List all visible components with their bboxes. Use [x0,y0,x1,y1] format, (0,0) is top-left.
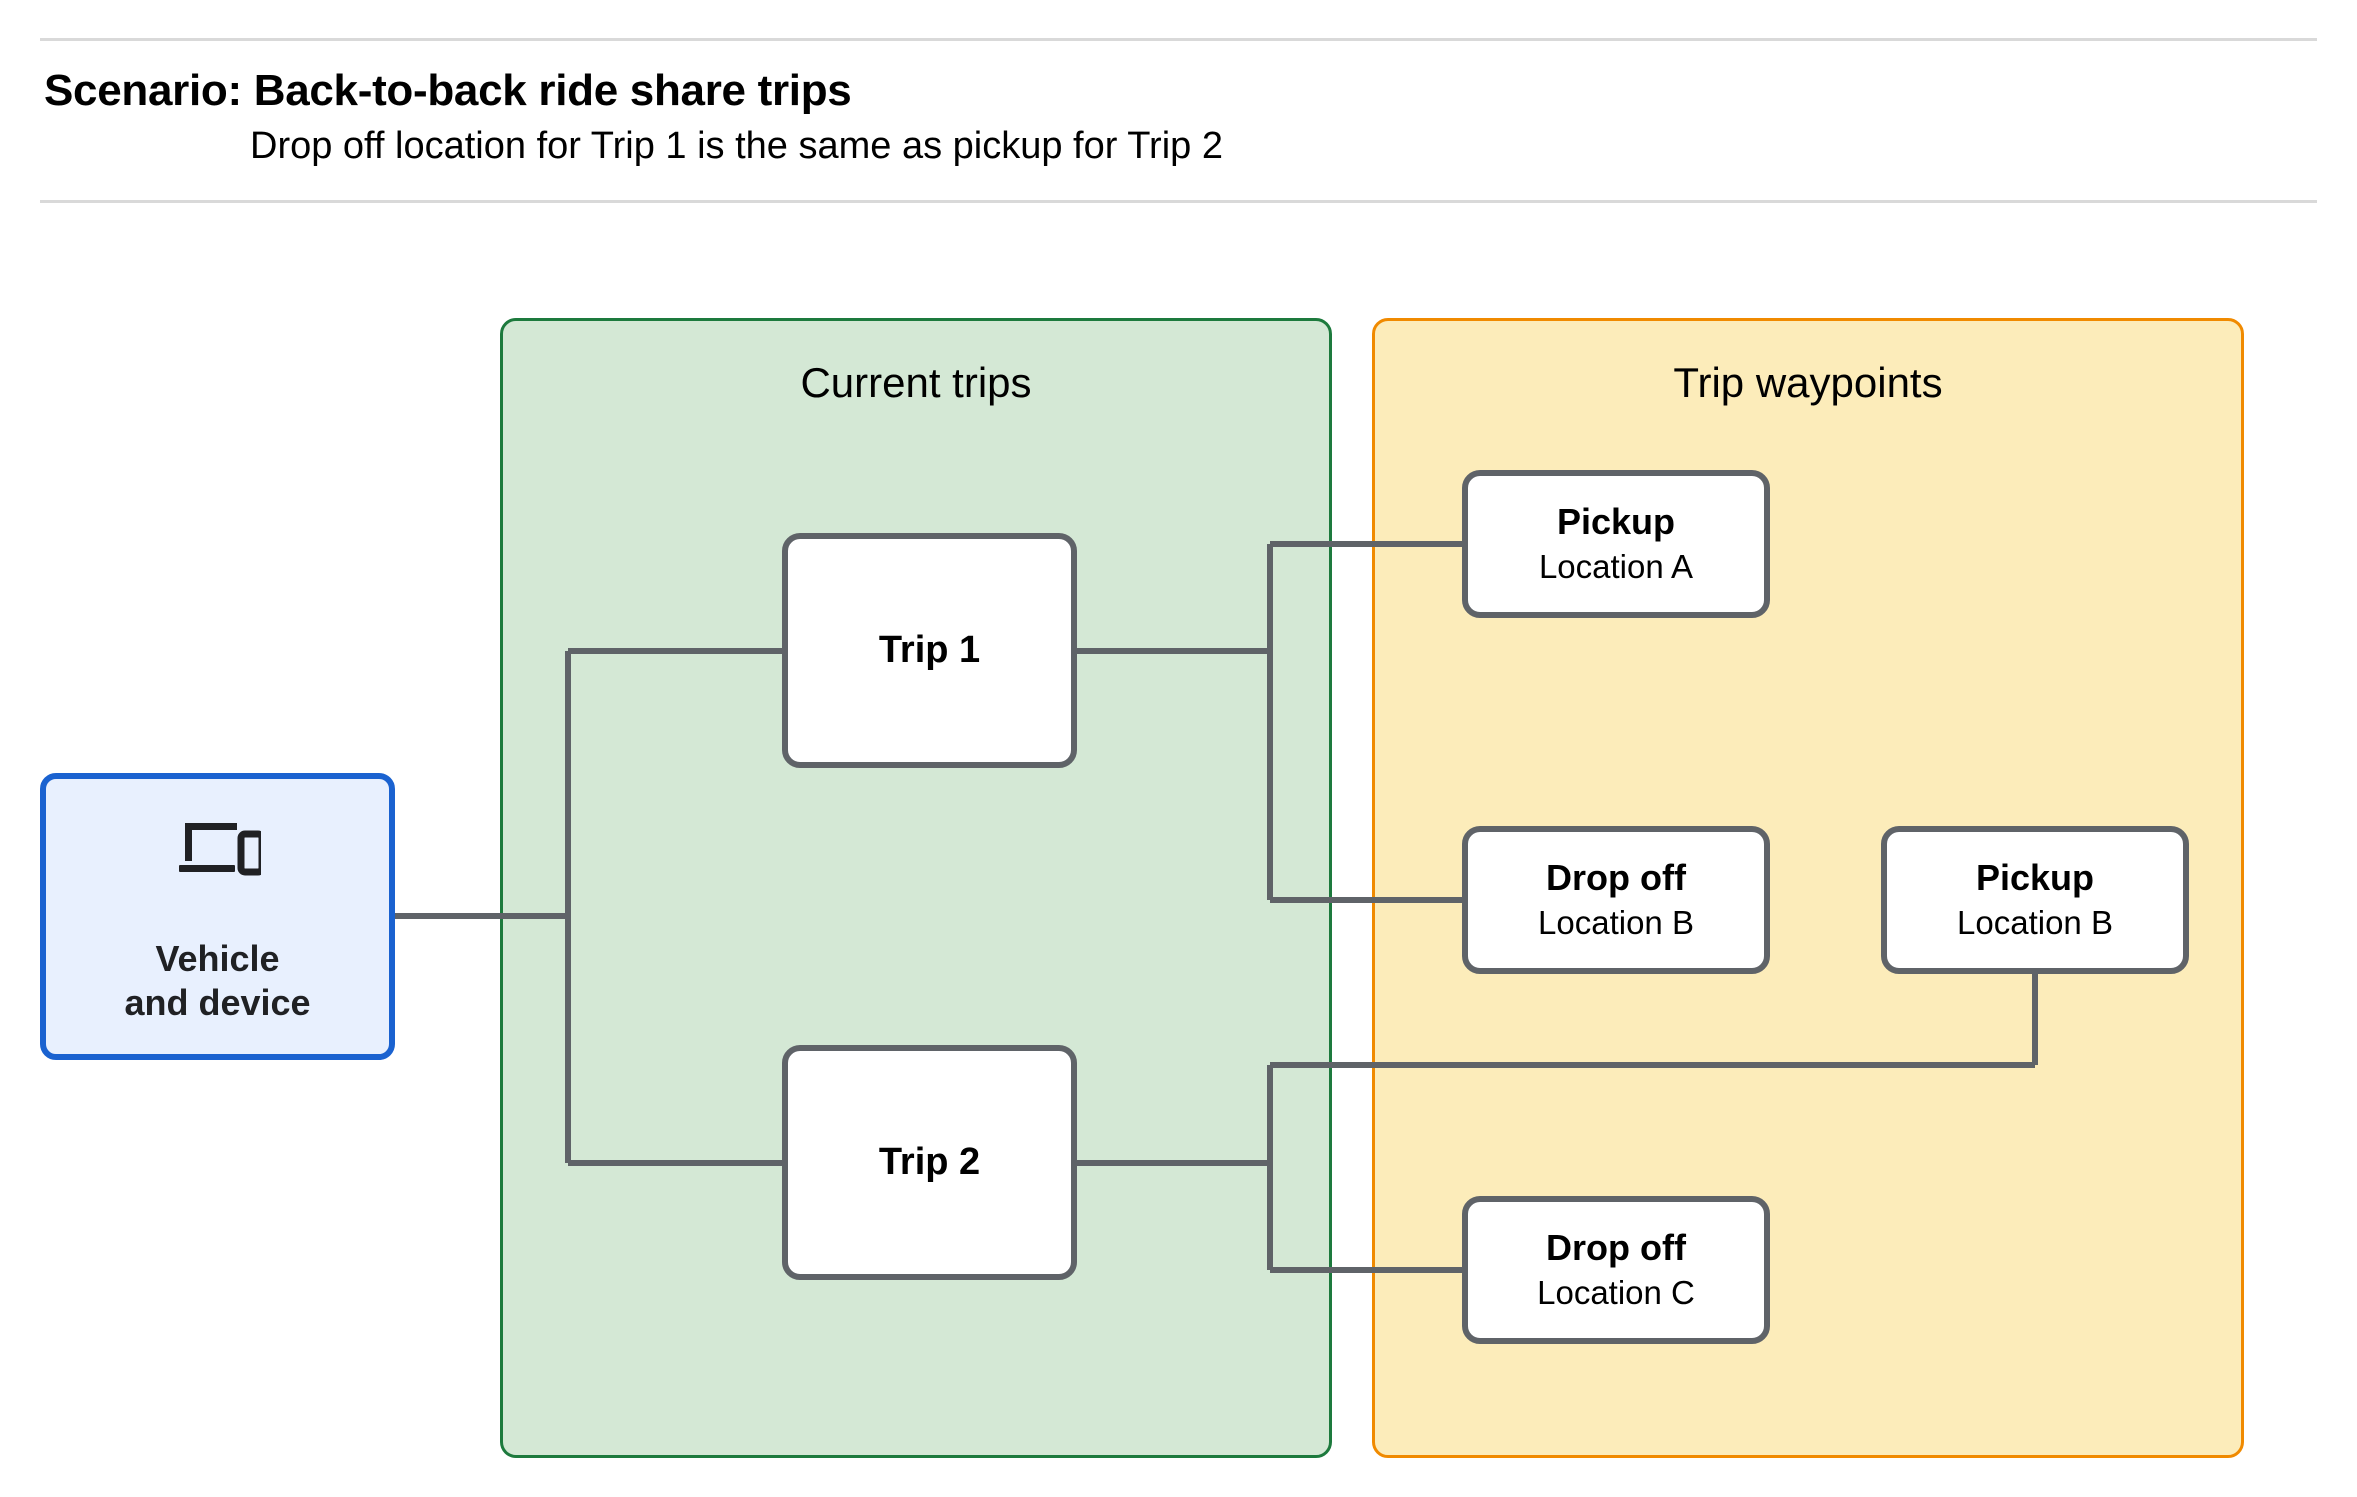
header-rule-top [40,38,2317,41]
group-current-trips-title: Current trips [800,359,1032,406]
waypoint-pickup-a-type: Pickup [1556,500,1676,542]
waypoint-pickup-b-location: Location B [1957,904,2113,942]
group-current-trips: Current trips [500,318,1332,1458]
header-rule-bottom [40,200,2317,203]
waypoint-dropoff-b-location: Location B [1538,904,1694,942]
vehicle-and-device-label: Vehicle and device [124,938,311,1023]
waypoint-dropoff-c-location: Location C [1537,1274,1695,1312]
group-trip-waypoints-title: Trip waypoints [1673,359,1943,406]
waypoint-pickup-a-location: Location A [1538,548,1694,586]
laptop-and-phone-icon [175,817,261,879]
waypoint-pickup-b-type: Pickup [1975,856,2095,898]
trip-1-node[interactable]: Trip 1 [782,533,1077,768]
page-subtitle: Drop off location for Trip 1 is the same… [250,125,1223,167]
trip-2-label: Trip 2 [878,1141,981,1183]
waypoint-pickup-b-node[interactable]: Pickup Location B [1881,826,2189,974]
page-title: Scenario: Back-to-back ride share trips [44,66,852,115]
waypoint-dropoff-b-type: Drop off [1546,856,1686,898]
trip-1-label: Trip 1 [878,629,981,671]
trip-2-node[interactable]: Trip 2 [782,1045,1077,1280]
waypoint-dropoff-b-node[interactable]: Drop off Location B [1462,826,1770,974]
waypoint-dropoff-c-type: Drop off [1546,1226,1686,1268]
waypoint-pickup-a-node[interactable]: Pickup Location A [1462,470,1770,618]
waypoint-dropoff-c-node[interactable]: Drop off Location C [1462,1196,1770,1344]
vehicle-and-device-node[interactable]: Vehicle and device [40,773,395,1060]
